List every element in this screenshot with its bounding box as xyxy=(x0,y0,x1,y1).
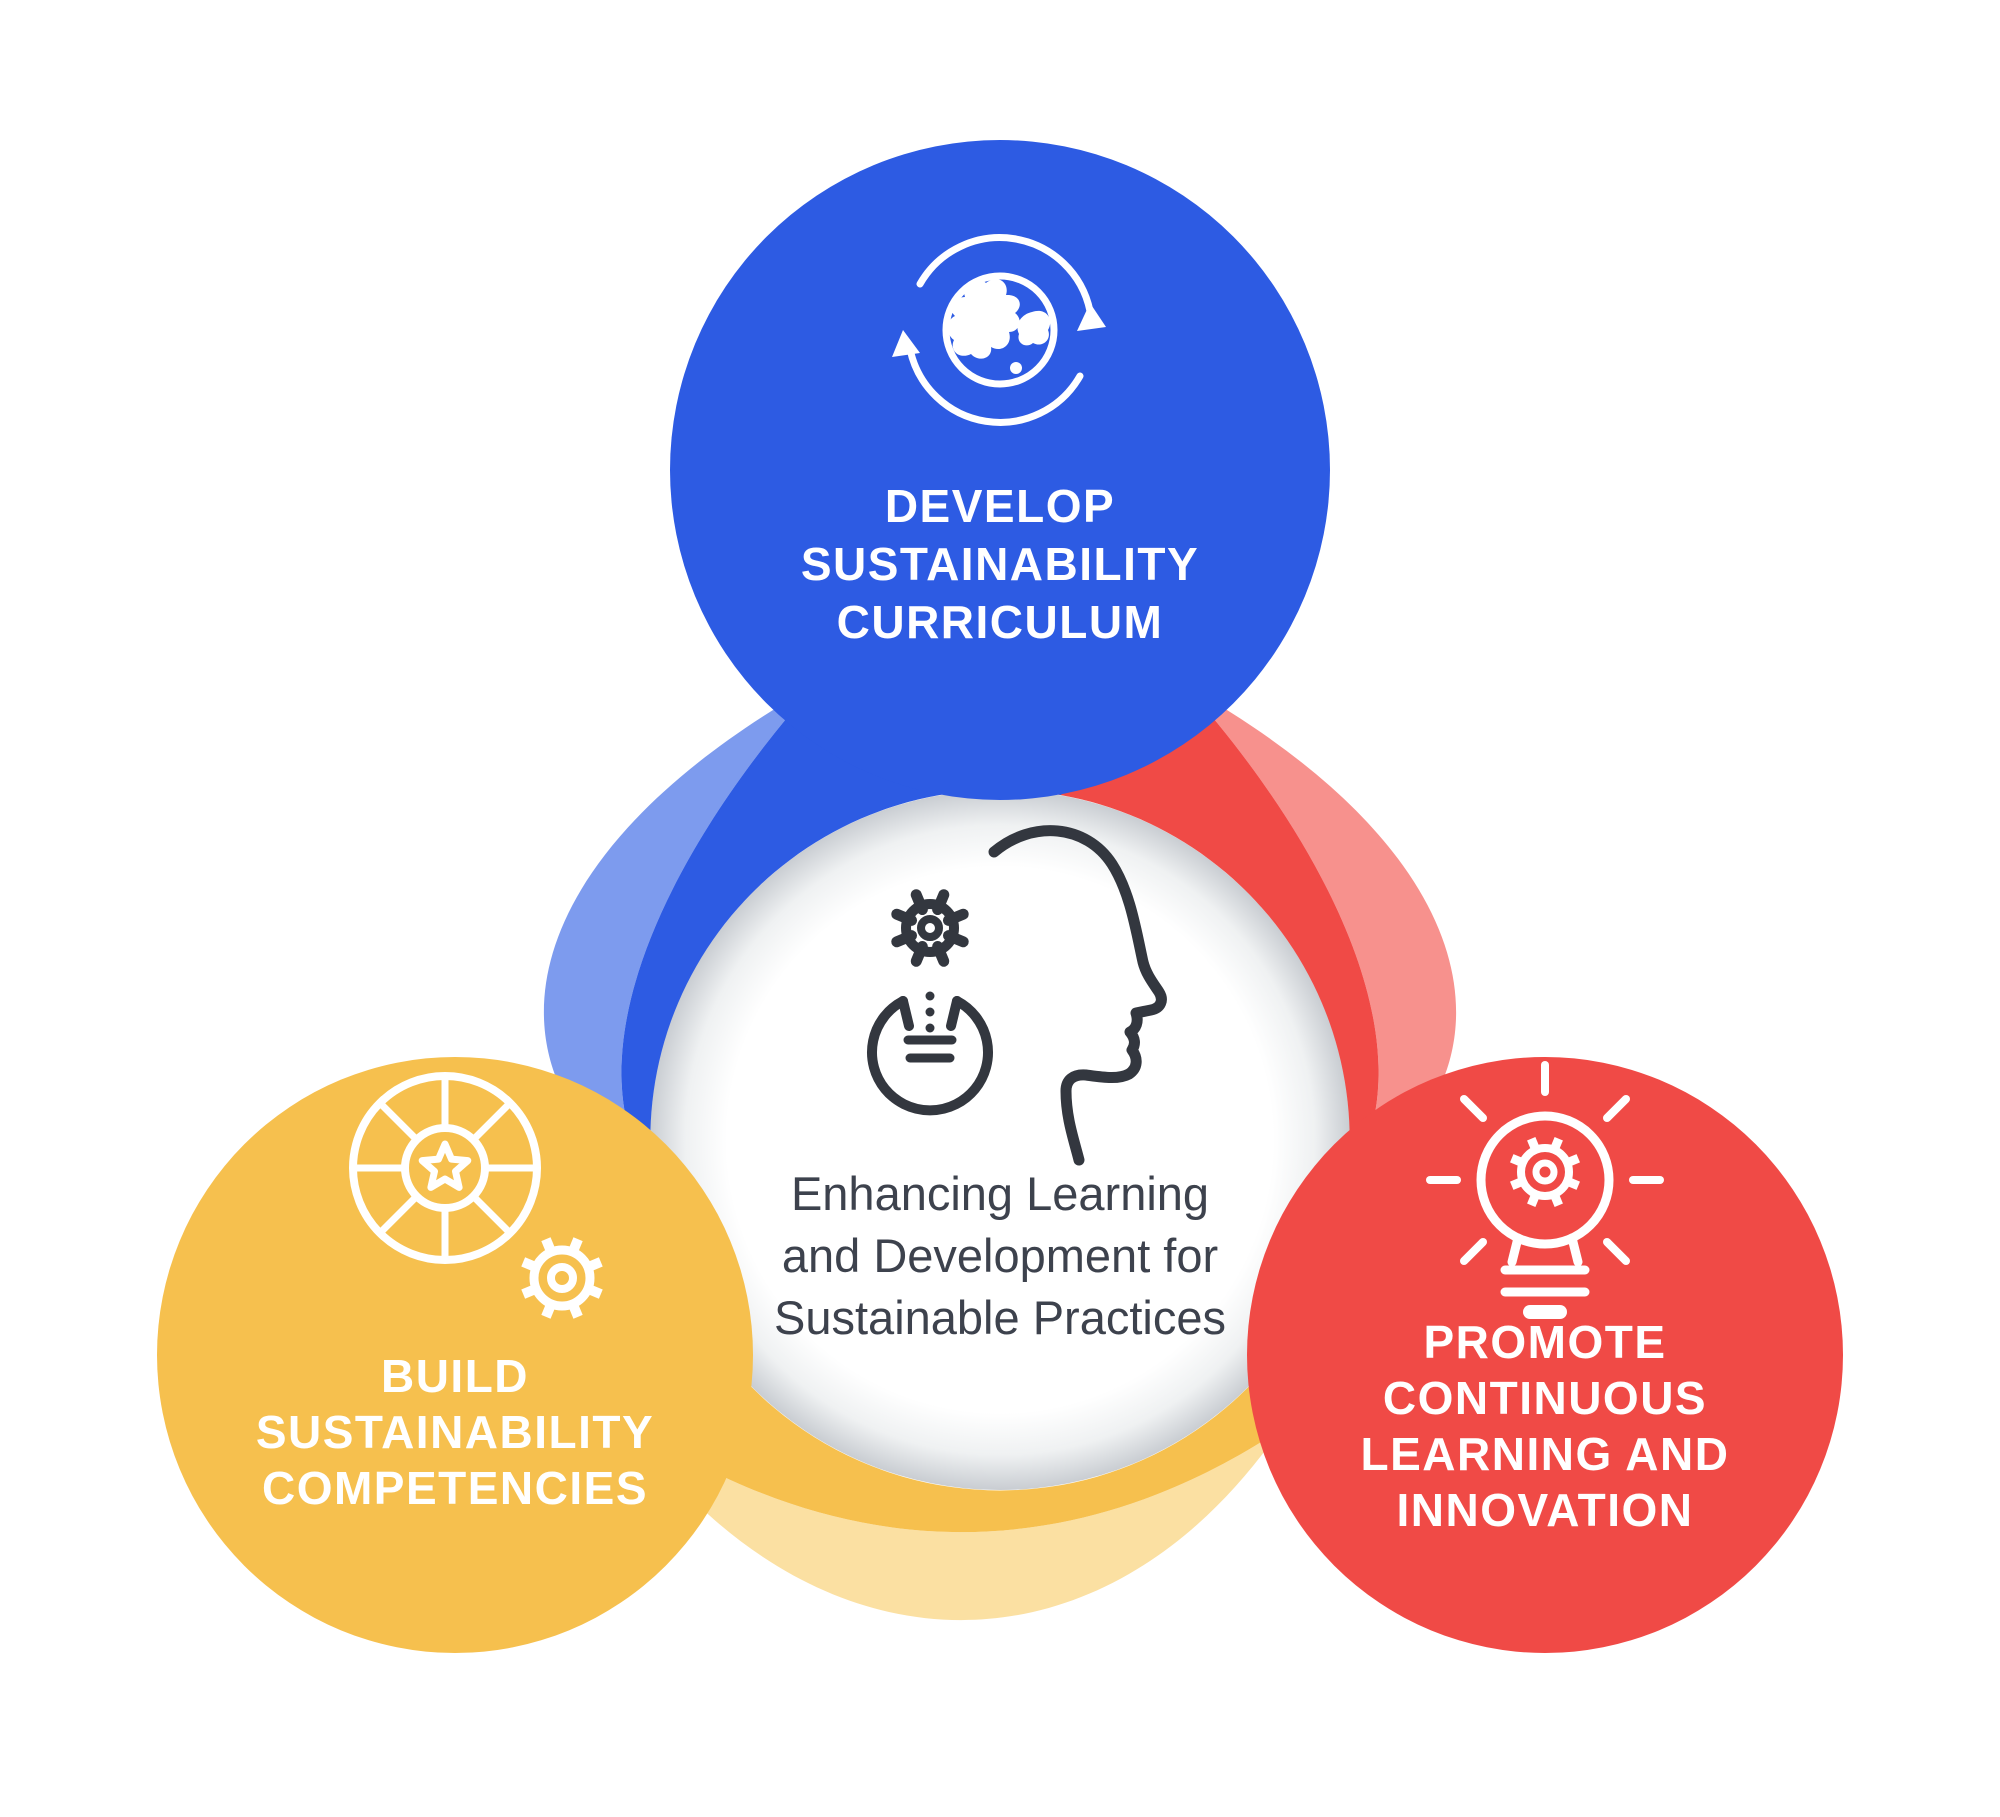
center-label-line: Enhancing Learning xyxy=(791,1167,1209,1220)
develop-label-line: CURRICULUM xyxy=(837,596,1164,648)
promote-label: PROMOTE CONTINUOUS LEARNING AND INNOVATI… xyxy=(1361,1316,1730,1536)
center-circle xyxy=(650,790,1350,1490)
gear-icon xyxy=(1510,1137,1580,1207)
build-circle xyxy=(157,1057,753,1653)
arrow-head-icon xyxy=(1077,303,1106,331)
globe-cycle-icon xyxy=(892,234,1106,426)
star-icon xyxy=(418,1140,472,1191)
build-label: BUILD SUSTAINABILITY COMPETENCIES xyxy=(256,1350,654,1514)
light-red-crescent xyxy=(1185,685,1457,1183)
rays xyxy=(1426,1061,1664,1265)
competency-wheel-icon xyxy=(349,1072,618,1334)
build-label-line: SUSTAINABILITY xyxy=(256,1406,654,1458)
bulb-outline xyxy=(867,996,993,1116)
head-profile-outline xyxy=(988,825,1167,1166)
promote-circle xyxy=(1247,1057,1843,1653)
bulb-dots xyxy=(925,991,935,1033)
develop-label-line: DEVELOP xyxy=(885,480,1115,532)
promote-label-line: PROMOTE xyxy=(1423,1316,1666,1368)
innovation-bulb-icon xyxy=(1426,1061,1664,1319)
gear-icon xyxy=(521,1237,603,1319)
develop-label-line: SUSTAINABILITY xyxy=(801,538,1199,590)
promote-label-line: INNOVATION xyxy=(1397,1484,1694,1536)
center-label-line: Sustainable Practices xyxy=(774,1291,1226,1344)
light-blue-crescent xyxy=(543,685,815,1183)
build-label-line: COMPETENCIES xyxy=(262,1462,648,1514)
center-label-line: and Development for xyxy=(782,1229,1218,1282)
arrow-head-icon xyxy=(892,330,920,357)
promote-label-line: CONTINUOUS xyxy=(1383,1372,1707,1424)
build-arm xyxy=(625,1180,1315,1533)
gear-icon xyxy=(891,889,969,967)
develop-label: DEVELOP SUSTAINABILITY CURRICULUM xyxy=(801,480,1199,648)
build-label-line: BUILD xyxy=(381,1350,529,1402)
develop-circle xyxy=(670,140,1330,800)
light-yellow-lens xyxy=(625,1420,1280,1621)
head-gear-bulb-icon xyxy=(867,825,1167,1166)
promote-label-line: LEARNING AND xyxy=(1361,1428,1730,1480)
center-label: Enhancing Learning and Development for S… xyxy=(774,1167,1226,1344)
